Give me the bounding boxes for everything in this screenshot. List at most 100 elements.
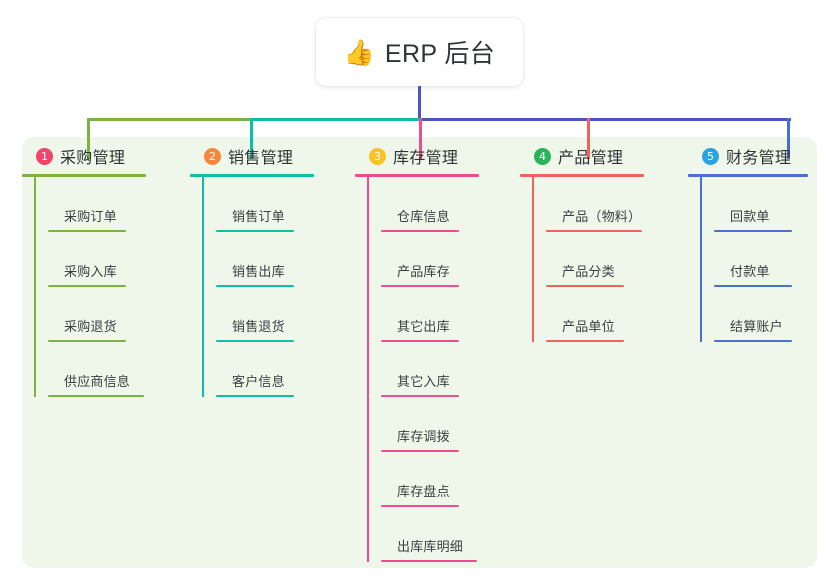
branch-spine: [34, 177, 36, 397]
branch-header-rule: [520, 174, 644, 177]
branch-item-label: 采购入库: [64, 264, 117, 279]
branch-item-rule: [381, 505, 459, 507]
branch-item[interactable]: 采购退货: [48, 287, 190, 342]
branch-item-label: 客户信息: [232, 374, 285, 389]
branch-item-rule: [381, 230, 459, 232]
branch-item[interactable]: 回款单: [714, 177, 838, 232]
branch-items-4: 产品（物料） 产品分类产品单位: [520, 177, 688, 342]
branch-spine: [367, 177, 369, 562]
branch-item-rule: [48, 285, 126, 287]
root-node-content: 👍 ERP 后台: [344, 34, 495, 70]
branch-item[interactable]: 库存调拨: [381, 397, 520, 452]
root-title: ERP 后台: [384, 40, 496, 68]
branch-item[interactable]: 客户信息: [216, 342, 355, 397]
branch-item[interactable]: 库存盘点: [381, 452, 520, 507]
branches-panel: [22, 137, 817, 568]
branch-item[interactable]: 产品单位: [546, 287, 688, 342]
branch-item-rule: [546, 230, 642, 232]
branch-items-5: 回款单付款单结算账户: [688, 177, 838, 342]
branch-item-label: 回款单: [730, 209, 770, 224]
branch-item[interactable]: 产品分类: [546, 232, 688, 287]
branch-spine: [700, 177, 702, 342]
branch-item-label: 仓库信息: [397, 209, 450, 224]
branch-item-rule: [381, 395, 459, 397]
root-stem-line: [418, 86, 421, 120]
branch-item-label: 库存调拨: [397, 429, 450, 444]
branch-item-rule: [48, 340, 126, 342]
branch-item[interactable]: 出库库明细: [381, 507, 520, 562]
branch-title: 产品管理: [558, 150, 624, 167]
branch-item[interactable]: 销售退货: [216, 287, 355, 342]
branch-number-badge: 1: [36, 147, 53, 165]
branch-title: 采购管理: [60, 150, 126, 167]
branch-column-4: 4 产品管理产品（物料） 产品分类产品单位: [520, 144, 688, 342]
bus-segment-2: [250, 118, 421, 121]
branch-item[interactable]: 结算账户: [714, 287, 838, 342]
branch-item[interactable]: 仓库信息: [381, 177, 520, 232]
branch-header-1[interactable]: 1 采购管理: [22, 144, 190, 168]
branch-item-label: 产品单位: [562, 319, 615, 334]
branch-header-rule: [22, 174, 146, 177]
branch-items-1: 采购订单采购入库采购退货供应商信息: [22, 177, 190, 397]
branch-item-label: 其它入库: [397, 374, 450, 389]
root-node-card[interactable]: 👍 ERP 后台: [316, 18, 523, 86]
branch-item-rule: [381, 450, 459, 452]
drop-line-4: [587, 118, 590, 159]
branch-item-rule: [216, 285, 294, 287]
branch-header-4[interactable]: 4 产品管理: [520, 144, 688, 168]
branch-item-label: 产品分类: [562, 264, 615, 279]
branch-item-rule: [381, 340, 459, 342]
branch-item-rule: [381, 285, 459, 287]
branch-item[interactable]: 供应商信息: [48, 342, 190, 397]
branch-item-rule: [216, 230, 294, 232]
thumbs-up-icon: 👍: [343, 38, 375, 67]
branch-title: 财务管理: [726, 150, 792, 167]
branch-item-label: 供应商信息: [64, 374, 131, 389]
branch-item-label: 采购退货: [64, 319, 117, 334]
branch-item[interactable]: 产品库存: [381, 232, 520, 287]
branch-item[interactable]: 付款单: [714, 232, 838, 287]
branch-header-rule: [355, 174, 479, 177]
branch-item-label: 结算账户: [730, 319, 783, 334]
bus-segment-3: [419, 118, 791, 121]
drop-line-1: [87, 118, 90, 159]
bus-segment-1: [87, 118, 252, 121]
branch-item[interactable]: 其它出库: [381, 287, 520, 342]
branch-spine: [532, 177, 534, 342]
branch-item-rule: [714, 285, 792, 287]
branch-item-label: 销售出库: [232, 264, 285, 279]
branch-number-badge: 4: [534, 147, 551, 165]
drop-line-3: [419, 118, 422, 159]
drop-line-2: [250, 118, 253, 159]
branch-items-3: 仓库信息产品库存其它出库其它入库库存调拨库存盘点出库库明细: [355, 177, 520, 562]
branch-item-label: 库存盘点: [397, 484, 450, 499]
branch-header-rule: [688, 174, 808, 177]
branch-number-badge: 3: [369, 147, 386, 165]
branch-item[interactable]: 销售订单: [216, 177, 355, 232]
branch-item[interactable]: 采购订单: [48, 177, 190, 232]
branch-item-rule: [216, 340, 294, 342]
branch-item[interactable]: 采购入库: [48, 232, 190, 287]
branch-item-label: 出库库明细: [397, 539, 464, 554]
branch-item-label: 销售订单: [232, 209, 285, 224]
branch-item-rule: [546, 285, 624, 287]
branch-item-label: 其它出库: [397, 319, 450, 334]
branch-item-rule: [48, 395, 144, 397]
branch-item[interactable]: 产品（物料）: [546, 177, 688, 232]
branch-item-rule: [714, 340, 792, 342]
branch-header-rule: [190, 174, 314, 177]
branch-column-1: 1 采购管理采购订单采购入库采购退货供应商信息: [22, 144, 190, 397]
branch-item-label: 付款单: [730, 264, 770, 279]
branch-item-label: 销售退货: [232, 319, 285, 334]
branch-item[interactable]: 其它入库: [381, 342, 520, 397]
drop-line-5: [787, 118, 790, 159]
branch-item[interactable]: 销售出库: [216, 232, 355, 287]
branch-items-2: 销售订单销售出库销售退货客户信息: [190, 177, 355, 397]
